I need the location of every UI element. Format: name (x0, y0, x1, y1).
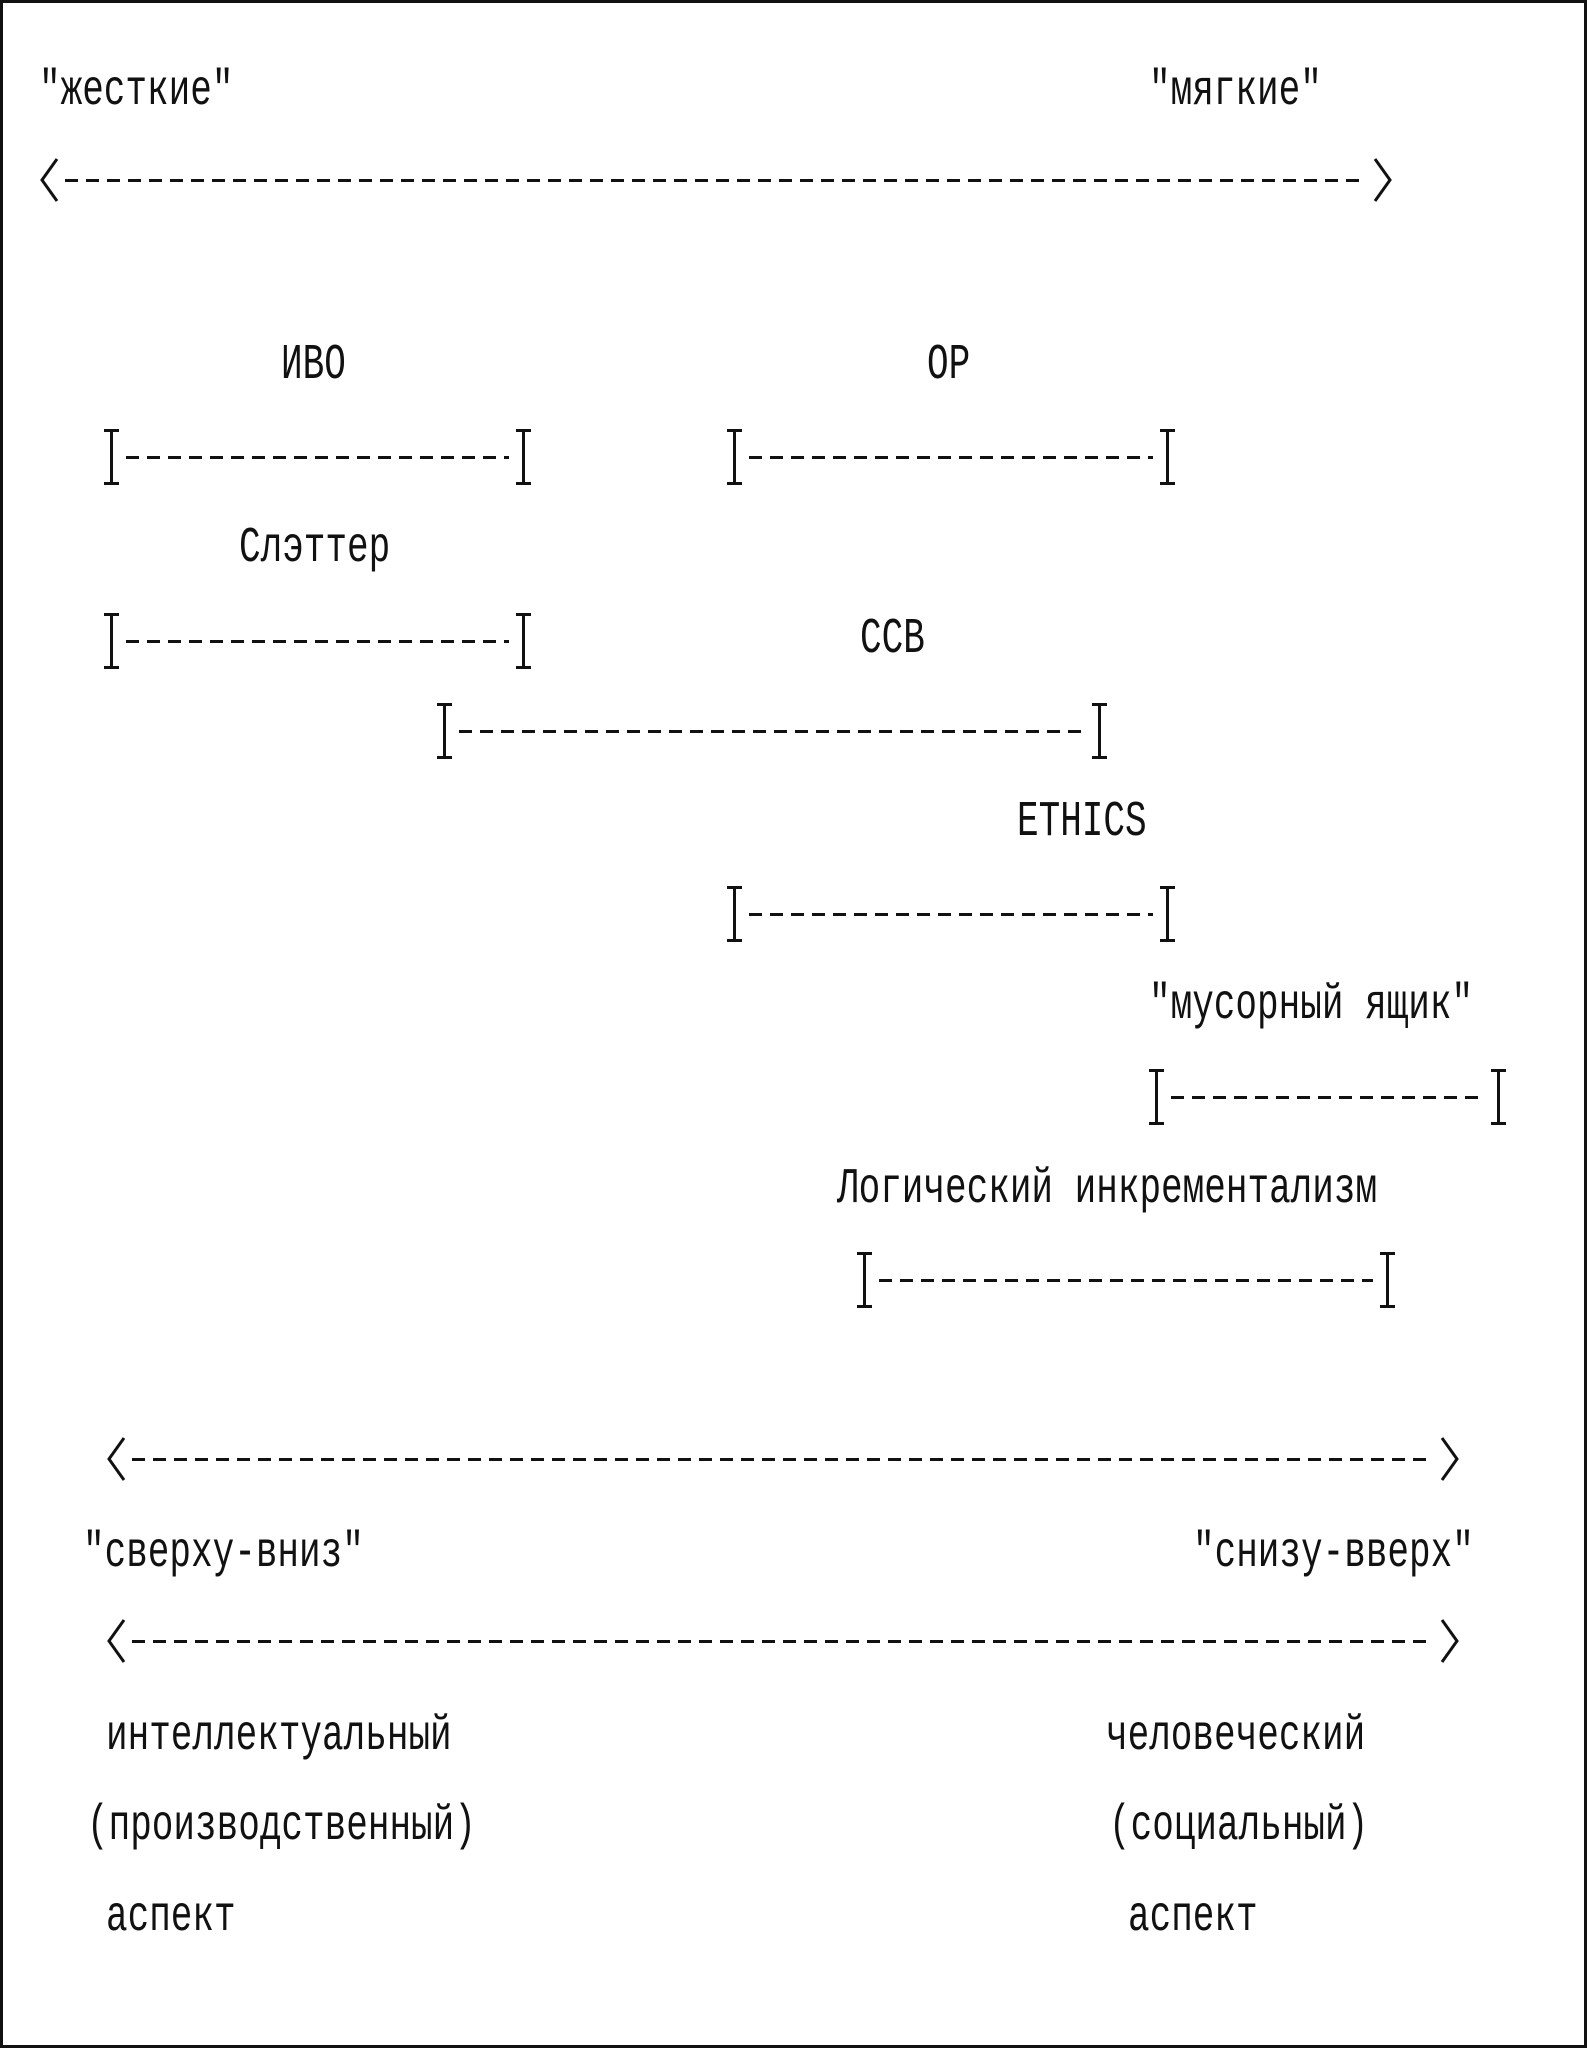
aspect-left-line-3: аспект (106, 1889, 236, 1946)
range-dashed-line (1171, 1096, 1484, 1099)
approach-logical-incrementalism-label: Логический инкрементализм (837, 1161, 1378, 1218)
range-end-cap (1160, 429, 1175, 485)
arrow-right-icon (1440, 1619, 1459, 1663)
axis-top-left-label: "жесткие" (39, 63, 234, 120)
axis-top-right-label: "мягкие" (1149, 63, 1322, 120)
arrow-left-icon (107, 1619, 126, 1663)
approach-logical-incrementalism-range (857, 1252, 1395, 1308)
axis-top-double-arrow (39, 157, 1393, 203)
axis-bottom-right-label: "снизу-вверх" (1193, 1525, 1474, 1582)
approach-ethics-range (727, 886, 1175, 942)
approach-garbage-can-label: "мусорный ящик" (1149, 977, 1474, 1034)
range-start-cap (1149, 1069, 1164, 1125)
arrow-left-icon (107, 1437, 126, 1481)
arrow-right-icon (1440, 1437, 1459, 1481)
arrow-left-icon (40, 158, 59, 202)
range-end-cap (1491, 1069, 1506, 1125)
range-start-cap (857, 1252, 872, 1308)
aspect-right-line-1: человеческий (1106, 1708, 1366, 1765)
approach-slatter-range (104, 613, 531, 669)
approach-or-label: ОР (927, 337, 971, 394)
aspect-left-line-1: интеллектуальный (106, 1708, 452, 1765)
range-end-cap (516, 429, 531, 485)
axis-bottom-left-label: "сверху-вниз" (83, 1525, 364, 1582)
approach-ivo-label: ИВО (281, 337, 346, 394)
approach-ssv-range (437, 703, 1107, 759)
range-start-cap (437, 703, 452, 759)
approach-slatter-label: Слэттер (239, 520, 391, 577)
range-end-cap (1160, 886, 1175, 942)
arrow-right-icon (1373, 158, 1392, 202)
range-dashed-line (879, 1279, 1373, 1282)
approach-ssv-label: ССВ (860, 611, 925, 668)
aspect-right-line-3: аспект (1128, 1889, 1258, 1946)
arrow-dashed-shaft (132, 1458, 1434, 1461)
axis-middle-double-arrow (106, 1436, 1460, 1482)
approach-garbage-can-range (1149, 1069, 1506, 1125)
range-dashed-line (126, 456, 509, 459)
approach-or-range (727, 429, 1175, 485)
range-end-cap (516, 613, 531, 669)
range-dashed-line (126, 640, 509, 643)
range-end-cap (1380, 1252, 1395, 1308)
arrow-dashed-shaft (132, 1640, 1434, 1643)
range-dashed-line (749, 913, 1153, 916)
range-start-cap (104, 613, 119, 669)
range-dashed-line (749, 456, 1153, 459)
axis-bottom-double-arrow (106, 1618, 1460, 1664)
approach-ethics-label: ETHICS (1017, 794, 1147, 851)
aspect-left-line-2: (производственный) (87, 1798, 476, 1855)
range-end-cap (1092, 703, 1107, 759)
range-start-cap (104, 429, 119, 485)
range-start-cap (727, 886, 742, 942)
arrow-dashed-shaft (65, 179, 1367, 182)
range-start-cap (727, 429, 742, 485)
aspect-right-line-2: (социальный) (1109, 1798, 1369, 1855)
approach-ivo-range (104, 429, 531, 485)
range-dashed-line (459, 730, 1085, 733)
